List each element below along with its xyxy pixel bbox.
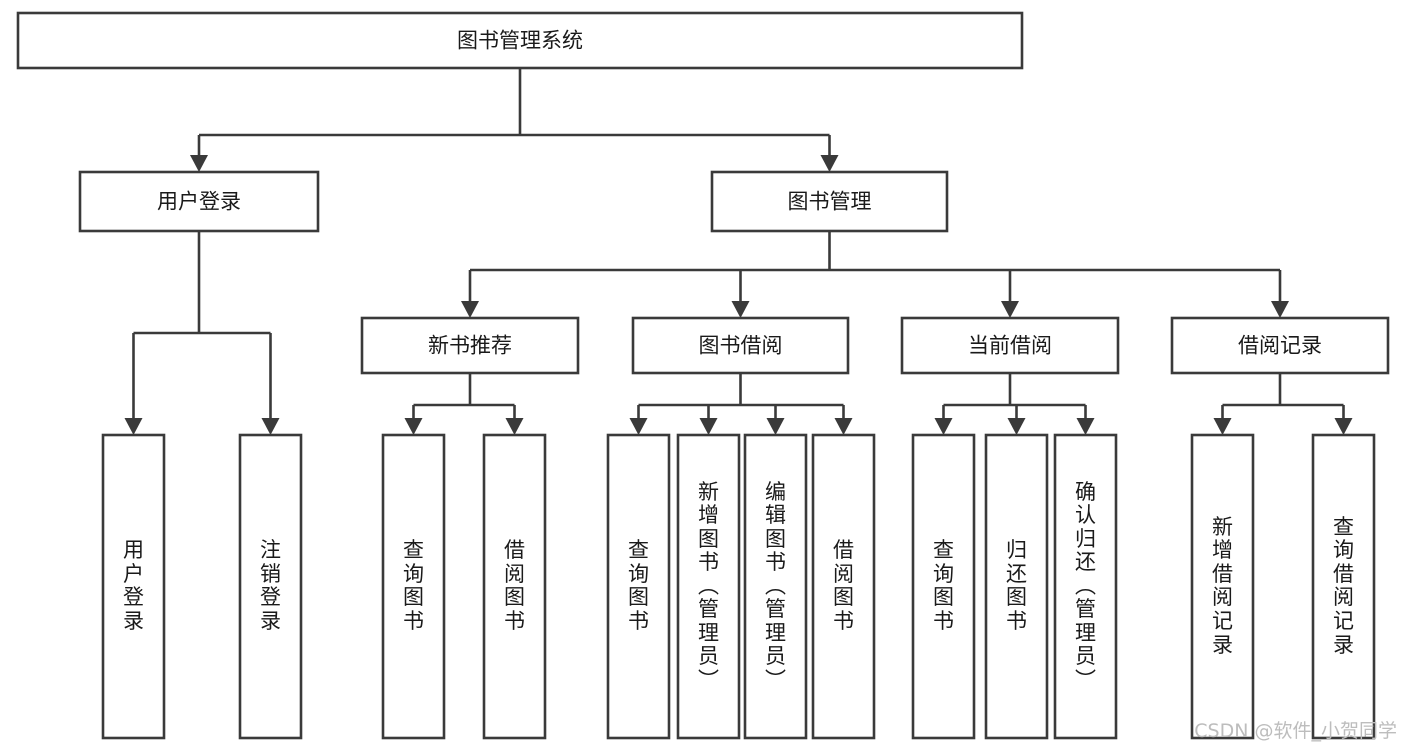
node-box-leaf-add-book-admin[interactable] — [676, 433, 741, 740]
node-box-leaf-query-book[interactable] — [606, 433, 671, 740]
node-box-leaf-query-book-recommend[interactable] — [381, 433, 446, 740]
node-leaf-query-book-recommend[interactable] — [381, 433, 446, 740]
node-leaf-return-book[interactable] — [984, 433, 1049, 740]
node-box-leaf-borrow-book[interactable] — [811, 433, 876, 740]
node-leaf-add-book-admin[interactable] — [676, 433, 741, 740]
node-box-leaf-return-book[interactable] — [984, 433, 1049, 740]
node-leaf-query-book[interactable] — [606, 433, 671, 740]
node-leaf-query-borrow-record[interactable] — [1311, 433, 1376, 740]
node-box-user-login[interactable] — [78, 170, 320, 233]
arrow-head-icon — [1007, 418, 1026, 435]
node-box-borrow-record[interactable] — [1170, 316, 1390, 375]
arrow-head-icon — [1334, 418, 1353, 435]
node-current-borrow[interactable]: 当前借阅 — [900, 316, 1120, 375]
node-box-book-borrow[interactable] — [631, 316, 850, 375]
node-label-new-book-recommend: 新书推荐 — [428, 334, 512, 358]
node-label-book-management: 图书管理 — [788, 190, 872, 214]
node-label-book-borrow: 图书借阅 — [699, 334, 783, 358]
arrow-head-icon — [461, 301, 479, 318]
arrow-head-icon — [1001, 301, 1019, 318]
node-leaf-user-login[interactable] — [101, 433, 166, 740]
node-leaf-logout-login[interactable] — [238, 433, 303, 740]
arrow-head-icon — [1271, 301, 1289, 318]
arrow-head-icon — [505, 418, 524, 435]
arrow-head-icon — [261, 418, 280, 435]
node-box-root[interactable] — [16, 11, 1024, 70]
node-box-leaf-add-borrow-record[interactable] — [1190, 433, 1255, 740]
node-box-leaf-logout-login[interactable] — [238, 433, 303, 740]
node-box-leaf-query-book-current[interactable] — [911, 433, 976, 740]
arrow-head-icon — [124, 418, 143, 435]
node-leaf-query-book-current[interactable] — [911, 433, 976, 740]
arrow-head-icon — [934, 418, 953, 435]
node-book-borrow[interactable]: 图书借阅 — [631, 316, 850, 375]
node-book-management[interactable]: 图书管理 — [710, 170, 949, 233]
arrow-head-icon — [699, 418, 718, 435]
node-leaf-add-borrow-record[interactable] — [1190, 433, 1255, 740]
node-root[interactable]: 图书管理系统 — [16, 11, 1024, 70]
node-new-book-recommend[interactable]: 新书推荐 — [360, 316, 580, 375]
node-leaf-edit-book-admin[interactable] — [743, 433, 808, 740]
arrow-head-icon — [1213, 418, 1232, 435]
arrow-head-icon — [404, 418, 423, 435]
arrow-head-icon — [1076, 418, 1095, 435]
connectors-layer — [124, 68, 1353, 435]
node-leaf-borrow-book-recommend[interactable] — [482, 433, 547, 740]
node-leaf-confirm-return-admin[interactable] — [1053, 433, 1118, 740]
node-box-leaf-user-login[interactable] — [101, 433, 166, 740]
node-label-user-login: 用户登录 — [157, 190, 241, 214]
node-box-leaf-edit-book-admin[interactable] — [743, 433, 808, 740]
arrow-head-icon — [731, 301, 750, 318]
node-box-current-borrow[interactable] — [900, 316, 1120, 375]
arrow-head-icon — [834, 418, 853, 435]
node-label-borrow-record: 借阅记录 — [1238, 334, 1322, 358]
node-box-leaf-borrow-book-recommend[interactable] — [482, 433, 547, 740]
node-label-current-borrow: 当前借阅 — [968, 334, 1052, 358]
node-box-leaf-confirm-return-admin[interactable] — [1053, 433, 1118, 740]
arrow-head-icon — [820, 155, 839, 172]
arrow-head-icon — [766, 418, 785, 435]
node-user-login[interactable]: 用户登录 — [78, 170, 320, 233]
arrow-head-icon — [629, 418, 648, 435]
node-leaf-borrow-book[interactable] — [811, 433, 876, 740]
node-borrow-record[interactable]: 借阅记录 — [1170, 316, 1390, 375]
node-box-leaf-query-borrow-record[interactable] — [1311, 433, 1376, 740]
arrow-head-icon — [190, 155, 208, 172]
node-box-book-management[interactable] — [710, 170, 949, 233]
node-box-new-book-recommend[interactable] — [360, 316, 580, 375]
node-label-root: 图书管理系统 — [457, 29, 583, 53]
